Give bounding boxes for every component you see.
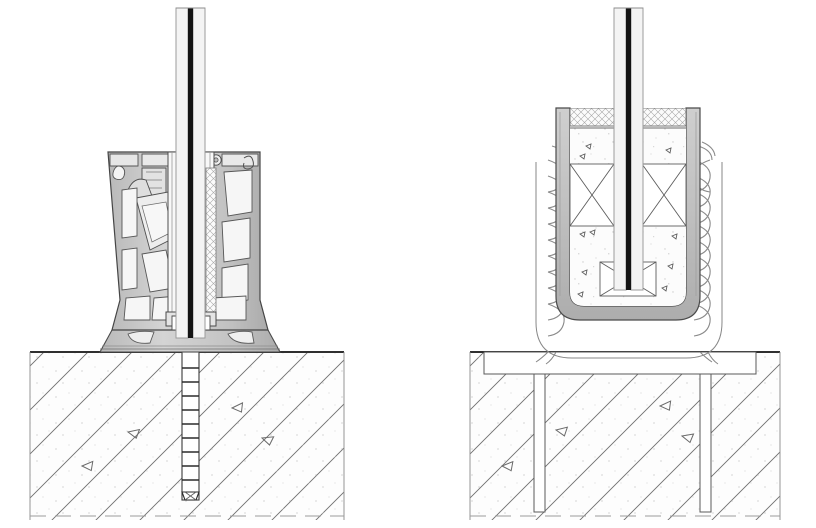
concrete-slab-right bbox=[469, 351, 781, 520]
dowel-left bbox=[533, 373, 546, 513]
reinforcement-cage-outline bbox=[535, 162, 723, 365]
detail-left bbox=[29, 7, 345, 520]
laminated-glass-panel-right bbox=[613, 7, 644, 291]
spiral-reinforcement-right bbox=[693, 141, 716, 337]
detail-right bbox=[469, 7, 781, 520]
dowel-right bbox=[699, 373, 712, 513]
laminated-glass-panel-left bbox=[175, 7, 206, 339]
concrete-anchor-screw bbox=[181, 351, 200, 501]
concrete-topping-slab bbox=[483, 351, 757, 375]
base-flange-plate bbox=[99, 329, 281, 353]
wedge-block-right bbox=[641, 163, 686, 227]
wedge-block-left bbox=[570, 163, 615, 227]
